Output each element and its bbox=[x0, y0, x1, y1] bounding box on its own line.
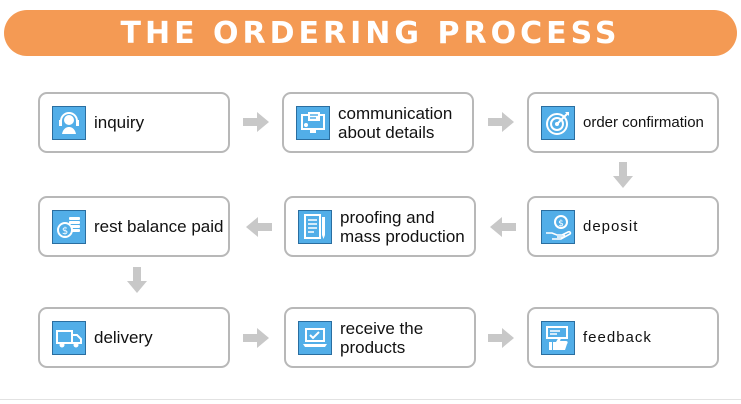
step-label: feedback bbox=[583, 329, 652, 346]
headset-icon bbox=[52, 105, 86, 140]
target-icon bbox=[541, 105, 575, 140]
thumbs-up-icon bbox=[541, 320, 575, 355]
step-label: rest balance paid bbox=[94, 217, 224, 236]
arrow-right-icon bbox=[488, 112, 514, 132]
svg-text:$: $ bbox=[62, 226, 68, 237]
arrow-left-icon bbox=[490, 217, 516, 237]
arrow-right-icon bbox=[488, 328, 514, 348]
step-label: proofing and mass production bbox=[340, 207, 465, 246]
arrow-left-icon bbox=[246, 217, 272, 237]
svg-text:$: $ bbox=[558, 219, 564, 229]
page-title: THE ORDERING PROCESS bbox=[120, 15, 621, 51]
document-pen-icon bbox=[298, 209, 332, 244]
divider bbox=[0, 399, 741, 400]
truck-icon bbox=[52, 320, 86, 355]
step-label: deposit bbox=[583, 218, 639, 235]
arrow-down-icon bbox=[127, 267, 147, 293]
chat-monitor-icon bbox=[296, 105, 330, 140]
step-feedback: feedback bbox=[527, 307, 719, 368]
step-label: delivery bbox=[94, 328, 153, 347]
step-rest-balance: $ rest balance paid bbox=[38, 196, 230, 257]
step-communication: communication about details bbox=[282, 92, 474, 153]
step-label: receive the products bbox=[340, 318, 424, 357]
arrow-down-icon bbox=[613, 162, 633, 188]
step-receive: receive the products bbox=[284, 307, 476, 368]
arrow-right-icon bbox=[243, 328, 269, 348]
hand-coin-icon: $ bbox=[541, 209, 575, 244]
step-label: order confirmation bbox=[583, 114, 704, 131]
step-deposit: $ deposit bbox=[527, 196, 719, 257]
arrow-right-icon bbox=[243, 112, 269, 132]
step-label: communication about details bbox=[338, 103, 453, 142]
step-proofing: proofing and mass production bbox=[284, 196, 476, 257]
laptop-check-icon bbox=[298, 320, 332, 355]
coin-stack-icon: $ bbox=[52, 209, 86, 244]
step-order-confirmation: order confirmation bbox=[527, 92, 719, 153]
step-delivery: delivery bbox=[38, 307, 230, 368]
step-label: inquiry bbox=[94, 113, 145, 132]
title-banner: THE ORDERING PROCESS bbox=[4, 10, 737, 56]
step-inquiry: inquiry bbox=[38, 92, 230, 153]
